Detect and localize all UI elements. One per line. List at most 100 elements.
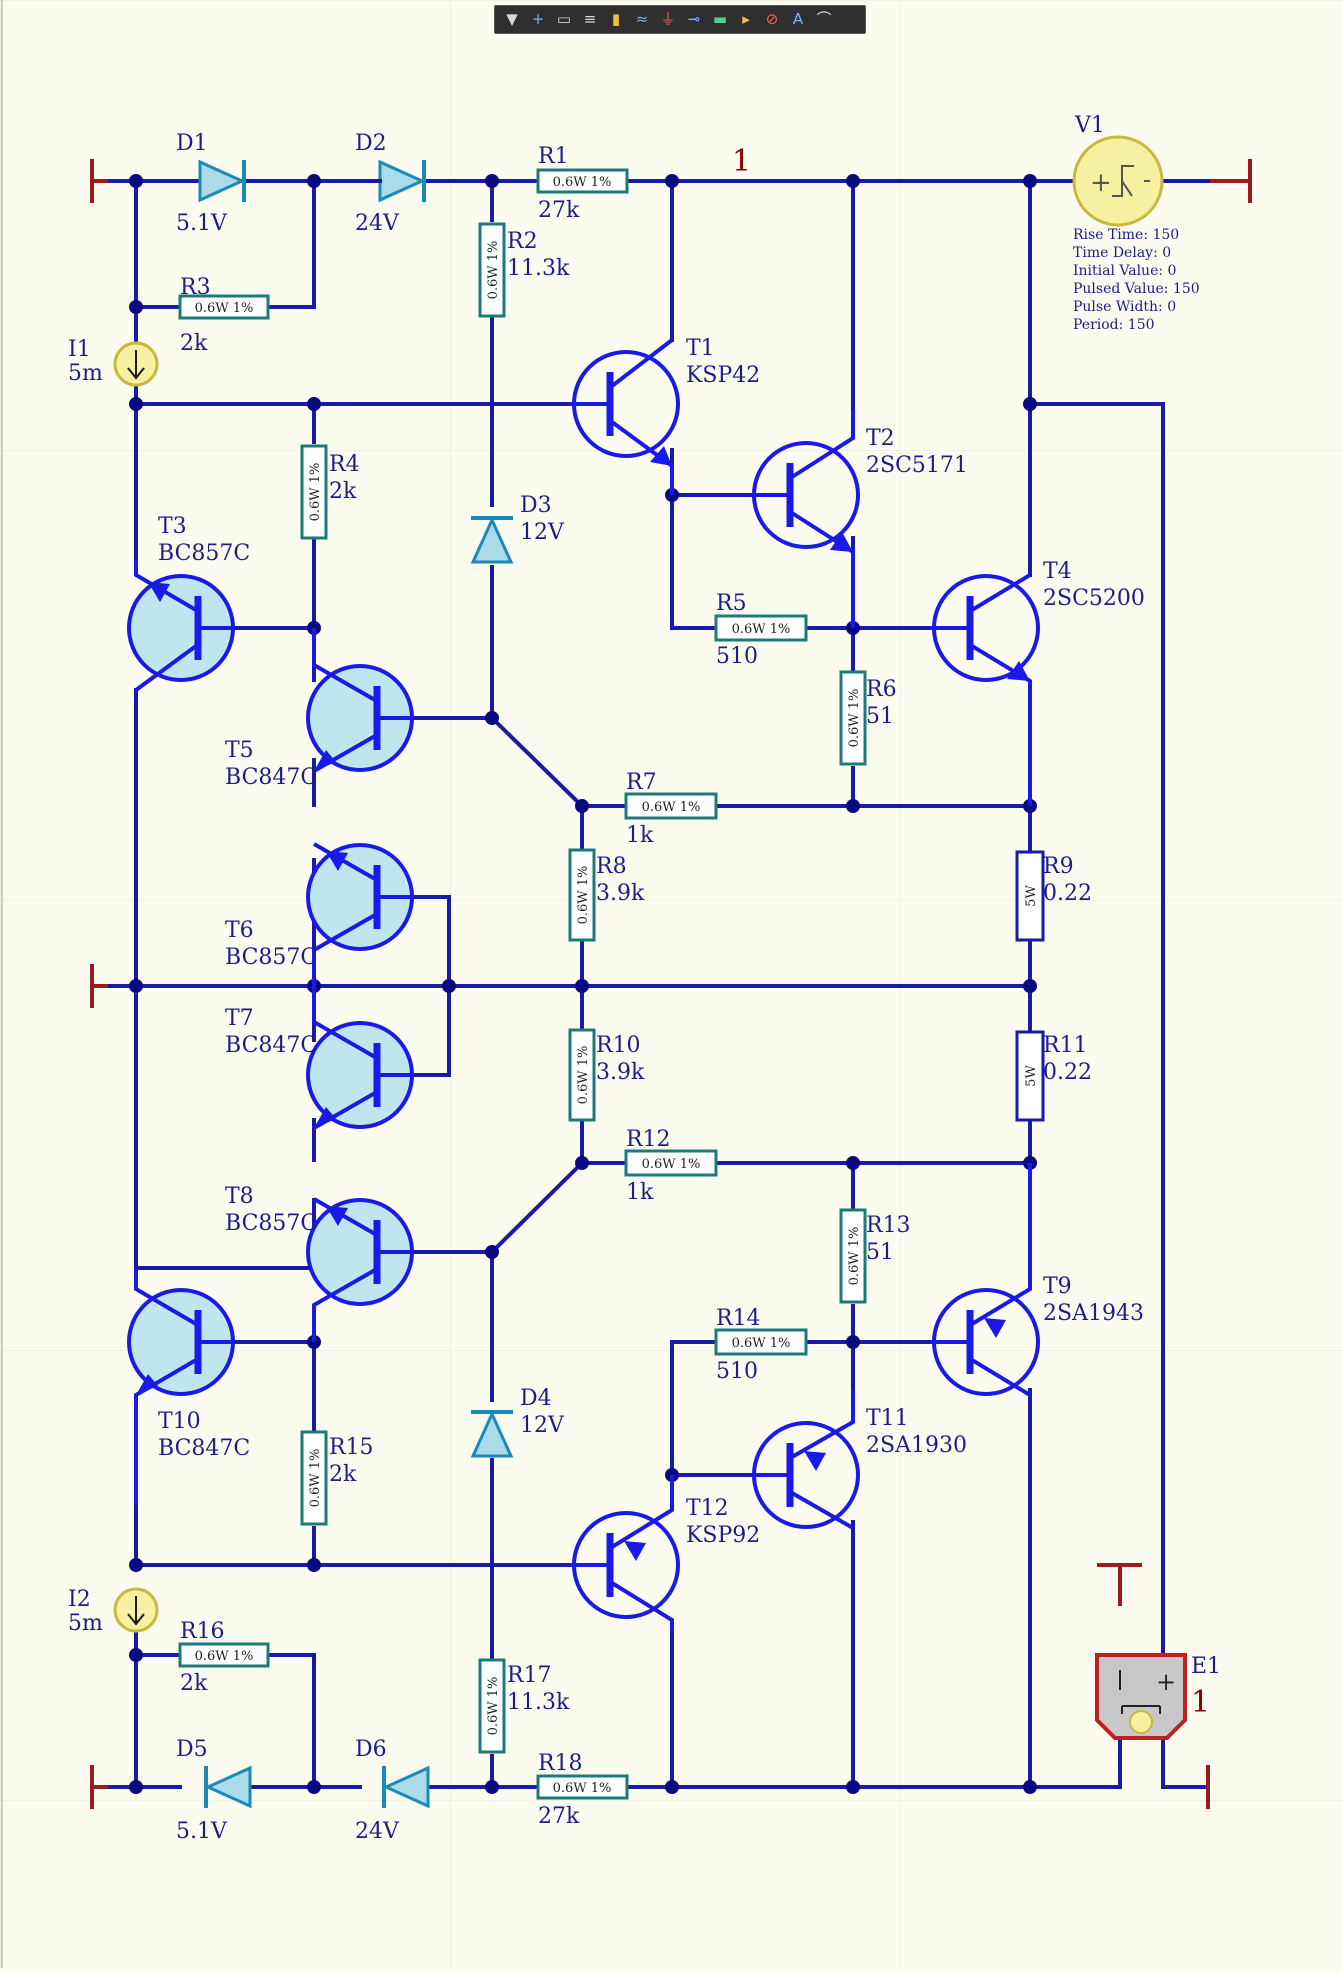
transistor-t6[interactable]: T6 BC857C: [225, 842, 414, 986]
svg-text:R11: R11: [1043, 1033, 1088, 1058]
filter-icon[interactable]: ▼: [506, 10, 518, 28]
resistor-r3[interactable]: 0.6W 1% R3 2k: [178, 275, 270, 356]
svg-text:R17: R17: [507, 1663, 552, 1688]
bus-icon[interactable]: ≈: [635, 10, 649, 28]
diode-d3[interactable]: D3 12V: [470, 493, 565, 564]
svg-text:R1: R1: [538, 144, 569, 169]
transistor-t7[interactable]: T7 BC847C: [225, 986, 414, 1130]
transistor-t12[interactable]: T12 KSP92: [570, 1475, 760, 1630]
voltage-source-e1[interactable]: + E1 1: [1095, 1653, 1221, 1740]
transistor-t1[interactable]: T1 KSP42: [570, 336, 760, 495]
svg-text:T6: T6: [225, 918, 254, 943]
select-rect-icon[interactable]: ▭: [556, 10, 572, 28]
svg-text:0.6W 1%: 0.6W 1%: [195, 1649, 254, 1664]
resistor-r7[interactable]: 0.6W 1% R7 1k: [624, 770, 718, 848]
power-ports: [90, 159, 1252, 1809]
svg-text:5W: 5W: [1024, 885, 1039, 907]
resistor-r13[interactable]: 0.6W 1% R13 51: [839, 1208, 911, 1304]
svg-text:T8: T8: [225, 1184, 254, 1209]
svg-text:24V: 24V: [355, 1819, 400, 1844]
svg-text:2k: 2k: [329, 479, 357, 504]
resistor-r5[interactable]: 0.6W 1% R5 510: [714, 591, 808, 669]
svg-text:510: 510: [716, 644, 758, 669]
svg-text:Rise Time: 150: Rise Time: 150: [1073, 227, 1179, 243]
resistor-r1[interactable]: 0.6W 1% R1 27k: [536, 144, 629, 223]
svg-text:D1: D1: [176, 131, 208, 156]
transistor-t8[interactable]: T8 BC857C: [225, 1184, 414, 1342]
svg-text:0.6W 1%: 0.6W 1%: [847, 1227, 862, 1286]
text-icon[interactable]: A: [792, 10, 804, 28]
no-erc-icon[interactable]: ⊘: [765, 10, 779, 28]
current-source-i2[interactable]: I2 5m: [68, 1587, 159, 1636]
resistor-r9[interactable]: 5W R9 0.22: [1015, 850, 1092, 942]
svg-text:R4: R4: [329, 452, 360, 477]
resistor-r14[interactable]: 0.6W 1% R14 510: [714, 1306, 808, 1384]
resistor-r11[interactable]: 5W R11 0.22: [1015, 1030, 1092, 1122]
svg-text:0.6W 1%: 0.6W 1%: [642, 1157, 701, 1172]
svg-text:5W: 5W: [1024, 1065, 1039, 1087]
svg-text:11.3k: 11.3k: [507, 1690, 570, 1715]
component-icon[interactable]: ▮: [611, 10, 621, 28]
svg-text:R9: R9: [1043, 854, 1074, 879]
diode-d5[interactable]: D5 5.1V: [176, 1737, 252, 1844]
voltage-source-v1[interactable]: + V1 Rise Time: 150 Time Delay: 0 Initia…: [1072, 113, 1200, 333]
svg-text:T1: T1: [686, 336, 715, 361]
svg-text:0.6W 1%: 0.6W 1%: [195, 301, 254, 316]
svg-text:2k: 2k: [180, 331, 208, 356]
svg-text:2SC5200: 2SC5200: [1043, 586, 1145, 611]
svg-text:T5: T5: [225, 738, 254, 763]
transistor-t4[interactable]: T4 2SC5200: [930, 559, 1145, 806]
transistor-t9[interactable]: T9 2SA1943: [930, 1163, 1144, 1397]
transistor-t5[interactable]: T5 BC847C: [225, 628, 414, 790]
diode-d6[interactable]: D6 24V: [355, 1737, 430, 1844]
svg-text:I1: I1: [68, 337, 91, 362]
transistor-t2[interactable]: T2 2SC5171: [752, 410, 968, 628]
arc-icon[interactable]: ⌒: [816, 10, 832, 28]
net-label-top[interactable]: 1: [732, 144, 751, 179]
svg-text:T10: T10: [158, 1409, 201, 1434]
wires: [106, 179, 1212, 1789]
resistor-r16[interactable]: 0.6W 1% R16 2k: [178, 1619, 270, 1696]
resistor-r17[interactable]: 0.6W 1% R17 11.3k: [478, 1658, 570, 1754]
svg-text:+: +: [1156, 1668, 1176, 1696]
svg-text:51: 51: [866, 704, 894, 729]
svg-text:E1: E1: [1191, 1654, 1221, 1679]
harness-icon[interactable]: ▸: [742, 10, 750, 28]
net-label-icon[interactable]: ⊸: [687, 10, 701, 28]
resistor-r6[interactable]: 0.6W 1% R6 51: [839, 670, 897, 766]
svg-text:Period: 150: Period: 150: [1073, 317, 1155, 333]
svg-text:R14: R14: [716, 1306, 761, 1331]
transistor-t3[interactable]: T3 BC857C: [127, 514, 250, 692]
svg-text:2k: 2k: [180, 1671, 208, 1696]
svg-text:BC857C: BC857C: [225, 945, 317, 970]
resistor-r10[interactable]: 0.6W 1% R10 3.9k: [568, 1028, 645, 1122]
svg-text:2SA1943: 2SA1943: [1043, 1301, 1144, 1326]
current-source-i1[interactable]: I1 5m: [68, 337, 159, 387]
ground-icon[interactable]: ⏚: [660, 10, 676, 28]
resistor-r15[interactable]: 0.6W 1% R15 2k: [300, 1430, 374, 1526]
resistor-r4[interactable]: 0.6W 1% R4 2k: [300, 444, 360, 540]
add-wire-icon[interactable]: +: [531, 10, 545, 28]
svg-text:R7: R7: [626, 770, 657, 795]
svg-text:51: 51: [866, 1240, 894, 1265]
svg-text:BC857C: BC857C: [225, 1211, 317, 1236]
align-icon[interactable]: ≡: [583, 10, 597, 28]
diode-d4[interactable]: D4 12V: [470, 1386, 565, 1458]
port-icon[interactable]: ▬: [712, 10, 728, 28]
transistor-t10[interactable]: T10 BC847C: [127, 1268, 250, 1505]
transistor-t11[interactable]: T11 2SA1930: [752, 1390, 967, 1530]
svg-text:24V: 24V: [355, 211, 400, 236]
svg-text:2SC5171: 2SC5171: [866, 453, 968, 478]
svg-text:D5: D5: [176, 1737, 208, 1762]
svg-text:510: 510: [716, 1359, 758, 1384]
svg-text:BC847C: BC847C: [158, 1436, 250, 1461]
resistor-r12[interactable]: 0.6W 1% R12 1k: [624, 1127, 718, 1205]
resistor-r18[interactable]: 0.6W 1% R18 27k: [536, 1751, 629, 1829]
diode-d2[interactable]: D2 24V: [355, 131, 426, 236]
resistor-r8[interactable]: 0.6W 1% R8 3.9k: [568, 848, 645, 942]
svg-text:D2: D2: [355, 131, 387, 156]
diode-d1[interactable]: D1 5.1V: [176, 131, 252, 236]
resistor-r2[interactable]: 0.6W 1% R2 11.3k: [478, 222, 570, 318]
